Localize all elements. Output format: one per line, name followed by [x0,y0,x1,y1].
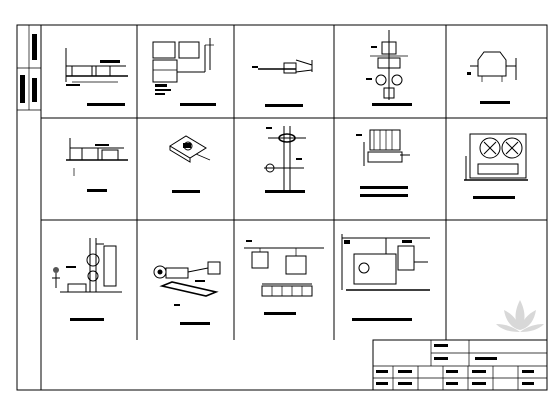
detail-ahu-elevation [152,38,216,106]
detail-valve-assembly [264,126,306,193]
detail-air-handling-unit [341,234,430,321]
detail-fan-coil [244,240,324,315]
left-strip-text [20,34,37,103]
detail-chiller-piping [52,238,122,321]
detail-duct-section [65,48,128,106]
lotus-logo-icon [496,300,544,332]
drawing-grid [41,25,547,340]
detail-duct-elevation [66,138,128,192]
detail-fan-axonometric [169,135,211,193]
detail-pipe-connection [252,59,313,107]
detail-pump-plan [366,30,412,106]
detail-cooling-tower [356,129,410,197]
title-block [372,339,548,391]
detail-tank [467,51,517,104]
sheet-border [16,24,548,391]
detail-condenser-unit [464,133,528,199]
detail-pump-set [153,261,221,325]
